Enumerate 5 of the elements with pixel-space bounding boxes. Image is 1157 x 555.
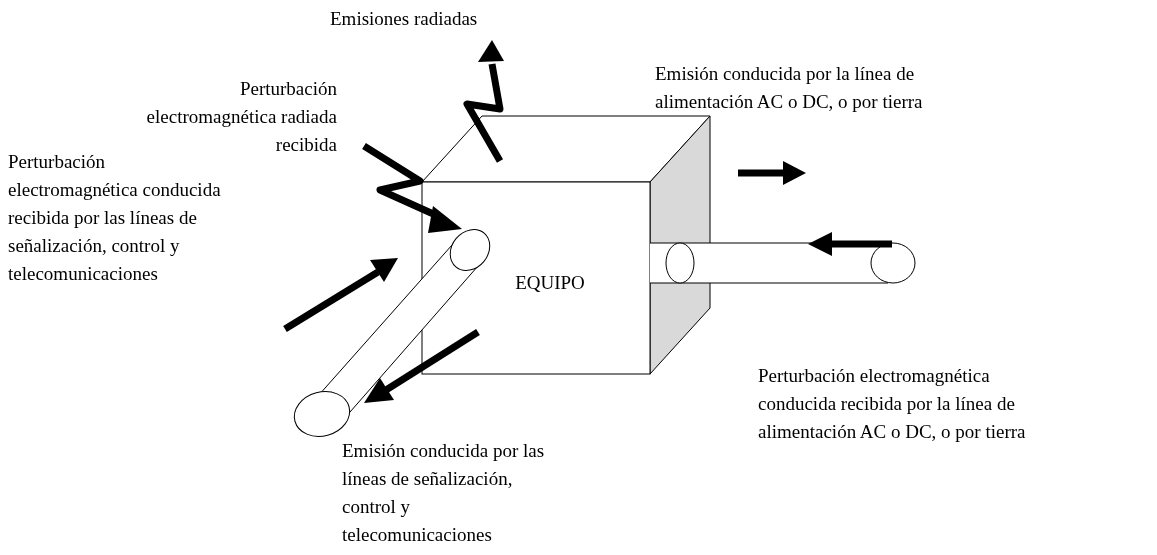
- annotation-text: Emisión conducida por las líneas de señalización, control y telecomunicaciones: [342, 439, 546, 547]
- annotation-text: Emisiones radiadas: [330, 7, 479, 31]
- annotation-text: Perturbación electromagnética conducida recibida por la línea de alimentación AC o DC, o por tierra: [758, 364, 1027, 444]
- annotation-text: Emisión conducida por la línea de alimentación AC o DC, o por tierra: [655, 62, 924, 114]
- equipment-label: EQUIPO: [515, 271, 585, 295]
